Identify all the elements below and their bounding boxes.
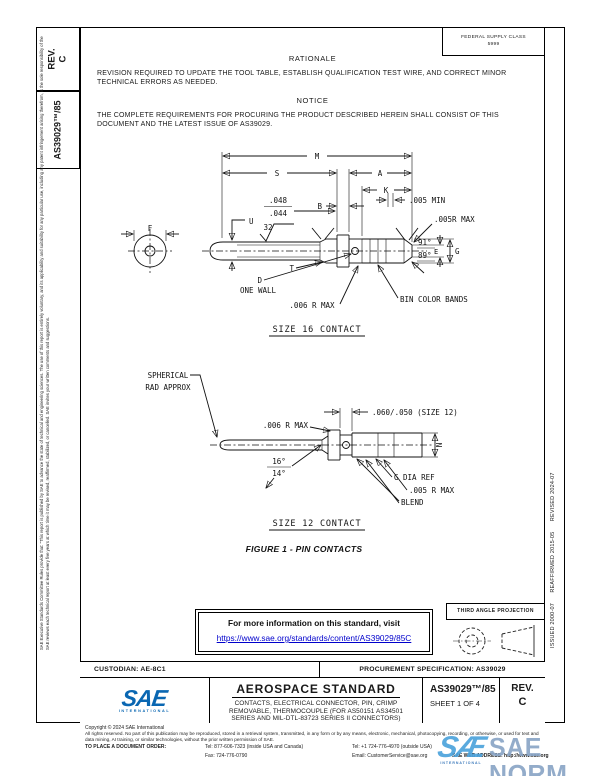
rationale-title: RATIONALE [288,54,337,63]
watermark-sae-icon: SÆ [435,731,488,764]
fsc-line-1: FEDERAL SUPPLY CLASS [461,35,526,40]
dim-label-005-min: .005 MIN [409,196,445,205]
rationale-text: REVISION REQUIRED TO UPDATE THE TOOL TAB… [97,70,507,86]
dim-label-005r-max: .005R MAX [434,215,475,224]
label-rad-approx: RAD APPROX [145,383,191,392]
tel-outside: Tel: +1 724-776-4970 (outside USA) [352,744,432,750]
dim-label-060-050: .060/.050 (SIZE 12) [372,408,458,417]
dim-label-91: 91° [418,238,432,247]
custodian-row: CUSTODIAN: AE-8C1 PROCUREMENT SPECIFICAT… [80,662,545,679]
document-number-vertical: AS39029™/85 [53,100,64,160]
figure-1-pin-contacts: F U [121,152,475,554]
dim-label-u: U [249,217,254,226]
email-line: Email: CustomerService@sae.org [352,753,428,759]
dim-label-s: S [275,169,280,178]
dim-label-b: B [317,202,322,211]
document-number-cell: AS39029™/85 SHEET 1 OF 4 [423,678,500,723]
label-blend: BLEND [401,498,424,507]
size-12-title: SIZE 12 CONTACT [273,519,362,529]
more-info-text: For more information on this standard, v… [228,618,400,628]
rev-cell-value: C [518,696,527,709]
tel-inside: Tel: 877-606-7323 (inside USA and Canada… [205,744,304,750]
dim-label-e: E [434,248,438,256]
dim-label-14deg: 14° [272,469,286,478]
standard-title-cell: AEROSPACE STANDARD CONTACTS, ELECTRICAL … [210,678,423,723]
size-16-contact-drawing: F U [121,152,475,337]
size-16-title: SIZE 16 CONTACT [273,325,362,335]
dim-label-a: A [378,169,383,178]
sae-logo: SAE INTERNATIONAL [80,678,210,723]
order-label: TO PLACE A DOCUMENT ORDER: [85,744,167,750]
procurement-spec-cell: PROCUREMENT SPECIFICATION: AS39029 [359,666,506,674]
dim-label-048: .048 [269,196,288,205]
size-12-contact-drawing: SPHERICAL RAD APPROX [145,371,458,531]
third-angle-projection-label: THIRD ANGLE PROJECTION [446,603,545,620]
dim-label-006-r-max-16: .006 R MAX [289,301,335,310]
standard-title-line-3: SERIES AND MIL-DTL-83723 SERIES II CONNE… [231,715,401,723]
rights-text: All rights reserved. No part of this pub… [85,731,539,742]
surface-finish-32: 32 [263,223,272,232]
dim-label-g: G [455,247,460,256]
sae-logo-subtext: INTERNATIONAL [118,709,171,714]
dim-label-g-dia-ref: G DIA REF [394,473,435,482]
notice-text: THE COMPLETE REQUIREMENTS FOR PROCURING … [97,112,499,128]
left-disclaimer: SAE Executive Standards Committee Rules … [39,35,51,650]
figure-caption: FIGURE 1 - PIN CONTACTS [246,544,363,554]
content-border [80,27,545,723]
standard-title-line-2: REMOVABLE, THERMOCOUPLE (FOR AS50151 AS3… [229,707,403,715]
dim-label-006-r-max-12: .006 R MAX [263,421,309,430]
fax-line: Fax: 724-776-0790 [205,753,248,759]
dim-label-n: N [435,443,444,448]
standard-type: AEROSPACE STANDARD [232,682,400,699]
sae-logo-text: SAE [120,685,169,712]
notice-title: NOTICE [296,96,329,105]
standard-title-line-1: CONTACTS, ELECTRICAL CONNECTOR, PIN, CRI… [234,700,398,708]
copyright-line: Copyright © 2024 SAE International [85,725,165,731]
dim-label-89: 89° [418,251,432,260]
sae-norm-watermark: SÆ INTERNATIONAL SAE NORM [435,731,600,776]
document-number: AS39029™/85 [430,684,496,696]
custodian-cell: CUSTODIAN: AE-8C1 [80,662,320,678]
dim-label-m: M [315,152,320,161]
title-row: SAE INTERNATIONAL AEROSPACE STANDARD CON… [80,678,545,723]
dim-label-16deg: 16° [272,457,286,466]
sae-norm-watermark-logo: SÆ INTERNATIONAL [435,731,488,765]
rev-value: C [58,55,69,63]
title-block: CUSTODIAN: AE-8C1 PROCUREMENT SPECIFICAT… [80,661,545,723]
dim-label-005-r-max-12: .005 R MAX [409,486,455,495]
rev-cell-label: REV. [511,683,534,695]
dim-label-044: .044 [269,209,288,218]
fsc-line-2: 5999 [487,41,500,47]
rev-cell: REV. C [500,678,545,723]
more-info-box: For more information on this standard, v… [195,609,433,655]
sheet-number: SHEET 1 OF 4 [430,699,480,709]
web-address-line: SAE WEB ADDRESS: http://www.sae.org [452,753,549,759]
watermark-international: INTERNATIONAL [440,761,482,765]
dim-label-k: K [384,186,389,195]
watermark-text: SAE NORM [489,732,568,776]
dim-label-t: T [289,264,294,273]
revision-history-vertical: ISSUED 2000-07 REAFFIRMED 2015-05 REVISE… [550,472,556,648]
label-one-wall: ONE WALL [240,286,277,295]
document-number-box: AS39029™/85 [36,91,80,169]
label-bin-color-bands: BIN COLOR BANDS [400,295,468,304]
dim-label-d: D [257,276,262,285]
label-spherical: SPHERICAL [148,371,189,380]
rev-box: REV. C [36,27,80,91]
disclaimer-line-2: SAE reviews each technical report at lea… [45,317,50,650]
dim-label-f: F [148,224,153,233]
third-angle-projection-icon [453,625,535,657]
federal-supply-class-box: FEDERAL SUPPLY CLASS 5999 [442,27,545,56]
standard-link[interactable]: https://www.sae.org/standards/content/AS… [216,633,412,643]
